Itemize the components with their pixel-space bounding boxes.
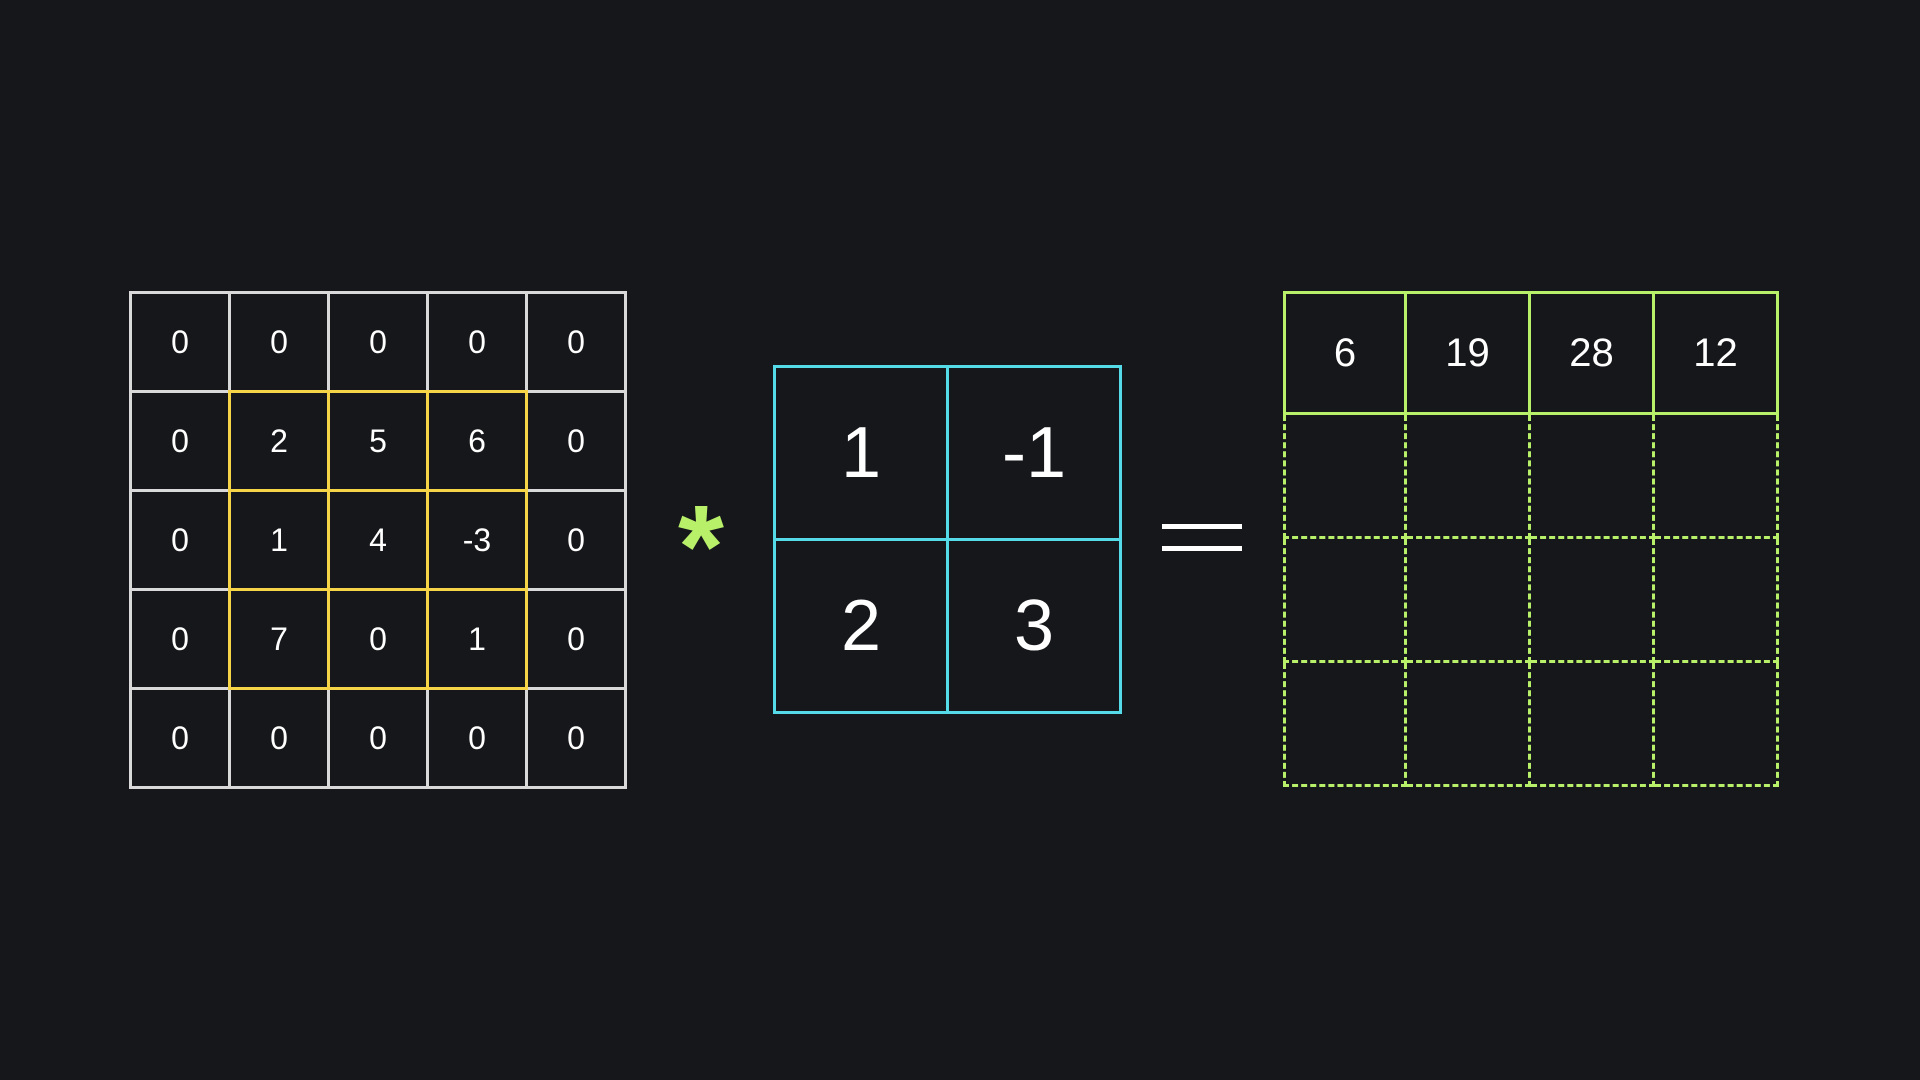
convolution-operator-icon: * (678, 481, 724, 613)
input-cell: 0 (330, 294, 429, 393)
input-matrix: 0 0 0 0 0 0 2 5 6 0 0 1 4 -3 0 0 7 0 1 0… (129, 291, 627, 789)
input-cell: 5 (330, 393, 429, 492)
input-cell: 0 (132, 492, 231, 591)
input-cell: 4 (330, 492, 429, 591)
kernel-cell: 1 (776, 368, 949, 541)
equals-bar (1162, 546, 1242, 551)
kernel-matrix: 1 -1 2 3 (773, 365, 1122, 714)
output-cell-empty (1531, 663, 1655, 787)
input-cell: 0 (528, 690, 627, 789)
output-cell-empty (1407, 539, 1531, 663)
input-cell: 0 (528, 492, 627, 591)
input-cell: 1 (231, 492, 330, 591)
input-cell: 2 (231, 393, 330, 492)
output-cell-empty (1531, 539, 1655, 663)
output-cell: 28 (1531, 291, 1655, 415)
output-cell-empty (1407, 663, 1531, 787)
input-cell: 0 (429, 294, 528, 393)
output-cell-empty (1283, 415, 1407, 539)
equals-bar (1162, 524, 1242, 529)
highlight-divider (228, 489, 528, 492)
output-cell-empty (1283, 539, 1407, 663)
equals-icon (1162, 520, 1244, 560)
input-cell: 0 (132, 591, 231, 690)
kernel-cell: -1 (949, 368, 1122, 541)
highlight-divider (228, 588, 528, 591)
input-cell: 0 (429, 690, 528, 789)
input-cell: 1 (429, 591, 528, 690)
output-cell: 6 (1283, 291, 1407, 415)
output-cell-empty (1655, 539, 1779, 663)
input-cell: 0 (132, 393, 231, 492)
kernel-cell: 2 (776, 541, 949, 714)
input-cell: 0 (330, 690, 429, 789)
output-cell-empty (1655, 663, 1779, 787)
kernel-cell: 3 (949, 541, 1122, 714)
output-cell-empty (1531, 415, 1655, 539)
input-cell: 7 (231, 591, 330, 690)
output-cell-empty (1407, 415, 1531, 539)
input-cell: 0 (132, 294, 231, 393)
input-cell: 0 (528, 294, 627, 393)
highlight-divider (426, 390, 429, 690)
input-cell: 0 (330, 591, 429, 690)
input-cell: 0 (528, 591, 627, 690)
input-cell: 0 (231, 690, 330, 789)
output-cell: 19 (1407, 291, 1531, 415)
input-cell: 0 (231, 294, 330, 393)
input-cell: 6 (429, 393, 528, 492)
output-cell: 12 (1655, 291, 1779, 415)
output-matrix: 6 19 28 12 (1283, 291, 1779, 787)
output-cell-empty (1283, 663, 1407, 787)
highlight-divider (327, 390, 330, 690)
input-cell: 0 (528, 393, 627, 492)
output-cell-empty (1655, 415, 1779, 539)
input-cell: 0 (132, 690, 231, 789)
input-cell: -3 (429, 492, 528, 591)
